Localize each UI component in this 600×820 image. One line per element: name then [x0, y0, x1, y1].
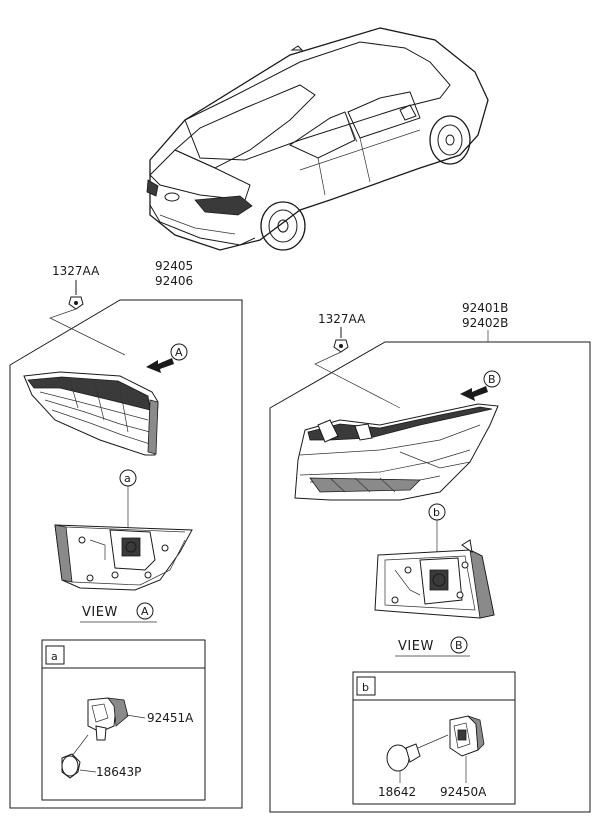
view-b-letter: B [455, 639, 463, 652]
socket-a-label: 92451A [147, 711, 194, 725]
socket-b-icon [449, 715, 485, 757]
detail-box-a [41, 639, 206, 801]
arrow-b-icon [460, 370, 501, 401]
arrow-b-letter: B [488, 373, 496, 386]
detail-b-letter: b [433, 506, 440, 519]
nut-left-leader [49, 308, 126, 356]
vehicle-illustration [146, 27, 489, 251]
bulb-a-label: 18643P [96, 765, 141, 779]
bulb-b-label: 18642 [378, 785, 416, 799]
bulb-a-icon [61, 734, 89, 779]
inner-lamp-frame [9, 299, 243, 809]
socket-a-leader [125, 714, 146, 719]
nut-right-label: 1327AA [318, 312, 366, 326]
arrow-a-letter: A [175, 346, 183, 359]
box-a-tag: a [51, 650, 58, 663]
detail-a-letter: a [124, 472, 131, 485]
view-a-circle [136, 602, 154, 620]
outer-tail-lamp-icon [294, 403, 499, 501]
outer-lamp-code-2: 92402B [462, 316, 508, 330]
inner-tail-lamp-icon [23, 371, 159, 456]
arrow-a-icon [146, 343, 188, 373]
socket-b-label: 92450A [440, 785, 487, 799]
outer-lamp-frame [269, 341, 591, 813]
bulb-a-leader [79, 769, 97, 773]
bulb-b-icon [386, 734, 449, 772]
outer-lamp-code-1: 92401B [462, 301, 508, 315]
nut-left-label: 1327AA [52, 264, 100, 278]
detail-box-b [352, 671, 516, 805]
socket-a-icon [87, 697, 129, 741]
nut-right-icon [333, 327, 349, 353]
view-b-circle [450, 636, 468, 654]
view-b-word: VIEW [398, 639, 434, 654]
view-a-letter: A [141, 605, 149, 618]
nut-right-leader [314, 351, 401, 409]
box-b-tag: b [362, 681, 369, 694]
inner-lamp-code-2: 92406 [155, 274, 193, 288]
inner-lamp-rear-view [54, 524, 193, 591]
view-a-word: VIEW [82, 605, 118, 620]
nut-left-icon [68, 280, 84, 310]
inner-lamp-code-1: 92405 [155, 259, 193, 273]
outer-lamp-rear-view [374, 539, 495, 619]
